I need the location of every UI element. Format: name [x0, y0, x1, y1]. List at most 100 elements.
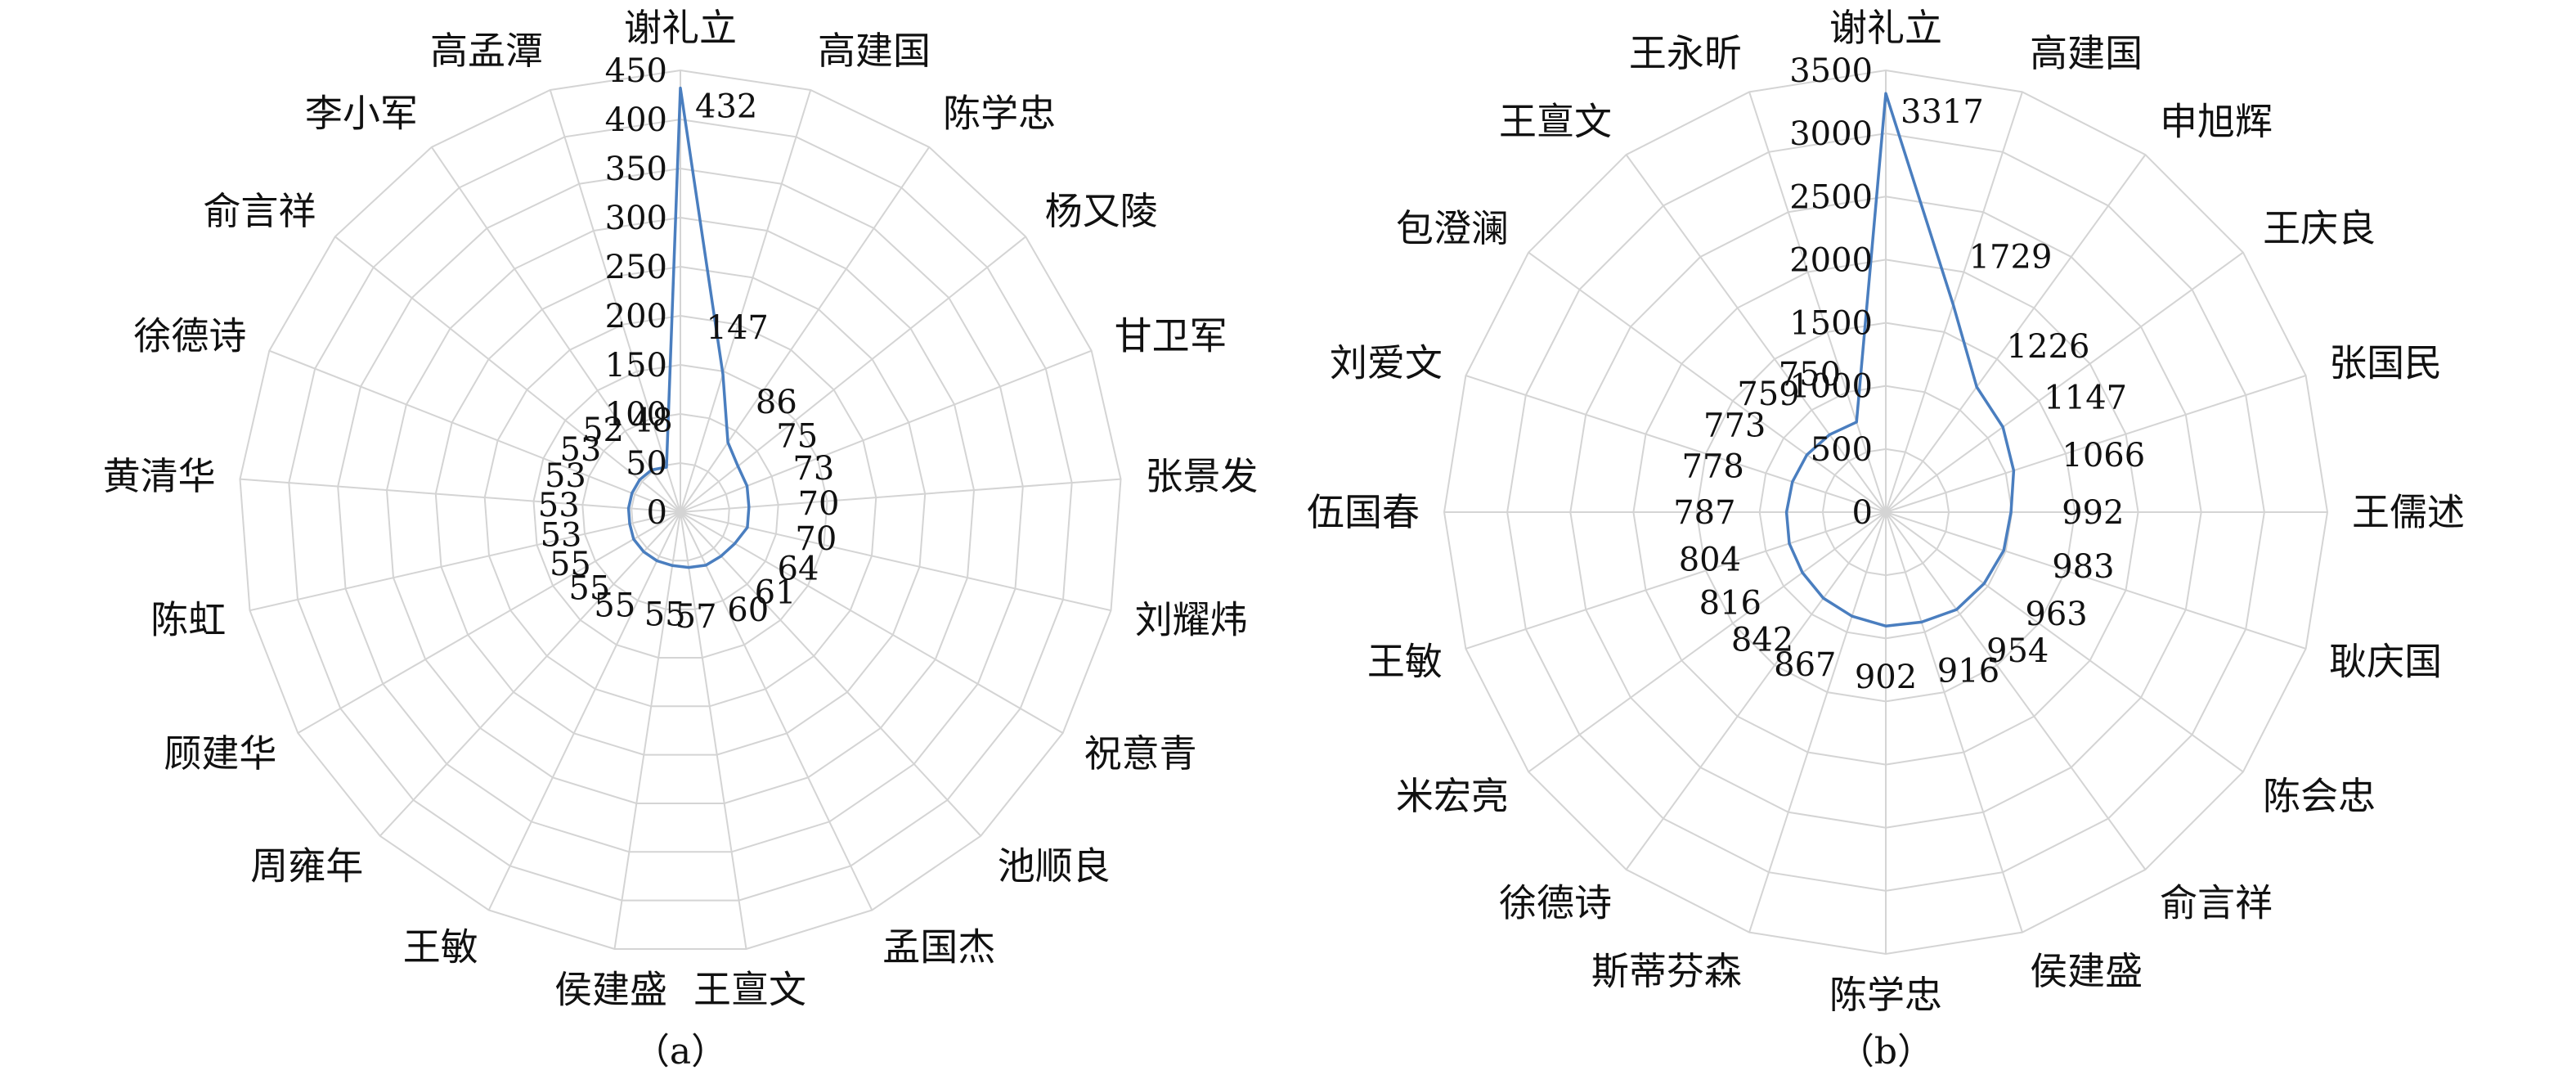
category-label-b: 包澄澜 — [1396, 206, 1509, 250]
grid-spoke-a — [430, 146, 681, 513]
radial-tick-label-a: 300 — [605, 200, 667, 237]
data-label-b: 759 — [1737, 376, 1799, 413]
grid-spoke-a — [680, 89, 812, 513]
radial-tick-label-b: 1000 — [1789, 368, 1873, 406]
category-label-a: 谢礼立 — [624, 6, 737, 50]
chart-caption-b: （b） — [1838, 1031, 1933, 1073]
category-label-b: 王儒述 — [2352, 490, 2465, 534]
grid-spoke-b — [1885, 92, 2023, 513]
category-label-a: 孟国杰 — [882, 925, 995, 969]
grid-spoke-a — [613, 511, 681, 950]
radial-tick-label-a: 50 — [626, 445, 667, 483]
category-label-b: 耿庆国 — [2329, 639, 2442, 683]
data-label-a: 60 — [727, 591, 769, 629]
category-label-b: 俞言祥 — [2160, 880, 2273, 924]
category-label-a: 周雍年 — [250, 844, 363, 888]
category-label-a: 高建国 — [818, 29, 931, 73]
radial-tick-label-b: 500 — [1811, 431, 1873, 469]
grid-spoke-a — [680, 511, 1064, 734]
category-label-b: 王亶文 — [1499, 100, 1612, 144]
data-label-a: 61 — [755, 574, 797, 612]
radial-tick-label-b: 2000 — [1789, 241, 1873, 279]
grid-spoke-b — [1528, 251, 1887, 513]
grid-ring-a — [239, 69, 1122, 950]
category-label-b: 伍国春 — [1307, 490, 1420, 534]
data-label-b: 1729 — [1969, 238, 2053, 276]
category-label-b: 王敏 — [1367, 639, 1443, 683]
radial-tick-label-b: 3000 — [1789, 115, 1873, 153]
grid-spoke-a — [680, 511, 873, 911]
data-label-a: 86 — [756, 384, 797, 421]
data-label-a: 57 — [675, 598, 717, 636]
grid-spoke-a — [549, 89, 681, 513]
category-label-a: 黄清华 — [103, 454, 216, 498]
grid-spoke-b — [1465, 511, 1887, 650]
data-label-a: 53 — [541, 517, 582, 555]
data-label-b: 1147 — [2044, 380, 2127, 417]
category-label-a: 张景发 — [1145, 454, 1258, 498]
data-label-b: 916 — [1937, 652, 1999, 690]
grid-spoke-a — [680, 349, 1093, 513]
data-label-b: 963 — [2025, 596, 2087, 633]
data-label-a: 432 — [695, 88, 757, 126]
data-label-a: 70 — [798, 485, 840, 523]
grid-spoke-b — [1885, 375, 2306, 513]
data-label-a: 53 — [559, 431, 601, 469]
category-label-b: 申旭辉 — [2160, 100, 2273, 144]
grid-spoke-b — [1528, 511, 1887, 773]
category-label-a: 陈虹 — [150, 597, 226, 641]
category-label-b: 陈学忠 — [1829, 973, 1942, 1017]
radial-tick-label-a: 450 — [605, 52, 667, 90]
radial-tick-label-a: 200 — [605, 298, 667, 335]
grid-spoke-a — [680, 236, 1026, 513]
category-label-a: 祝意青 — [1084, 731, 1197, 776]
category-label-a: 王敏 — [403, 925, 478, 969]
grid-spoke-a — [680, 511, 1111, 612]
radial-tick-label-a: 0 — [647, 494, 667, 532]
data-label-b: 1226 — [2007, 328, 2090, 366]
grid-spoke-a — [297, 511, 681, 734]
category-label-a: 陈学忠 — [943, 92, 1056, 136]
grid-spoke-a — [680, 511, 982, 837]
series-line-a — [626, 86, 751, 569]
data-label-a: 73 — [792, 450, 834, 488]
data-label-b: 1066 — [2062, 437, 2145, 475]
data-label-a: 55 — [568, 569, 610, 607]
data-label-a: 53 — [545, 457, 586, 495]
data-label-b: 773 — [1703, 407, 1766, 445]
grid-spoke-a — [268, 349, 681, 513]
data-label-b: 842 — [1731, 621, 1793, 659]
category-label-a: 俞言祥 — [203, 189, 316, 233]
data-label-a: 48 — [631, 403, 673, 440]
data-label-a: 75 — [776, 418, 818, 456]
category-label-a: 刘耀炜 — [1135, 597, 1248, 641]
data-label-a: 147 — [707, 309, 769, 347]
data-label-b: 3317 — [1901, 93, 1984, 131]
grid-spoke-a — [680, 478, 1121, 513]
category-label-a: 甘卫军 — [1115, 313, 1227, 358]
grid-spoke-a — [680, 146, 931, 513]
grid-ring-a — [631, 461, 730, 562]
data-label-a: 64 — [778, 550, 819, 587]
grid-spoke-a — [680, 511, 747, 950]
data-label-a: 70 — [795, 520, 837, 558]
data-label-a: 52 — [582, 412, 624, 449]
grid-spoke-b — [1748, 92, 1887, 513]
data-label-b: 992 — [2062, 494, 2124, 532]
category-label-a: 侯建盛 — [554, 967, 667, 1011]
category-label-a: 李小军 — [305, 92, 418, 136]
grid-ring-a — [434, 265, 927, 756]
category-label-b: 陈会忠 — [2263, 774, 2376, 818]
radial-tick-label-b: 2500 — [1789, 178, 1873, 216]
data-label-b: 983 — [2052, 548, 2114, 586]
grid-spoke-b — [1885, 251, 2244, 513]
grid-spoke-a — [249, 511, 681, 612]
category-label-a: 池顺良 — [998, 844, 1111, 888]
data-label-a: 55 — [644, 596, 686, 634]
grid-spoke-b — [1465, 375, 1887, 513]
category-label-b: 张国民 — [2329, 341, 2442, 385]
grid-ring-a — [337, 167, 1024, 853]
